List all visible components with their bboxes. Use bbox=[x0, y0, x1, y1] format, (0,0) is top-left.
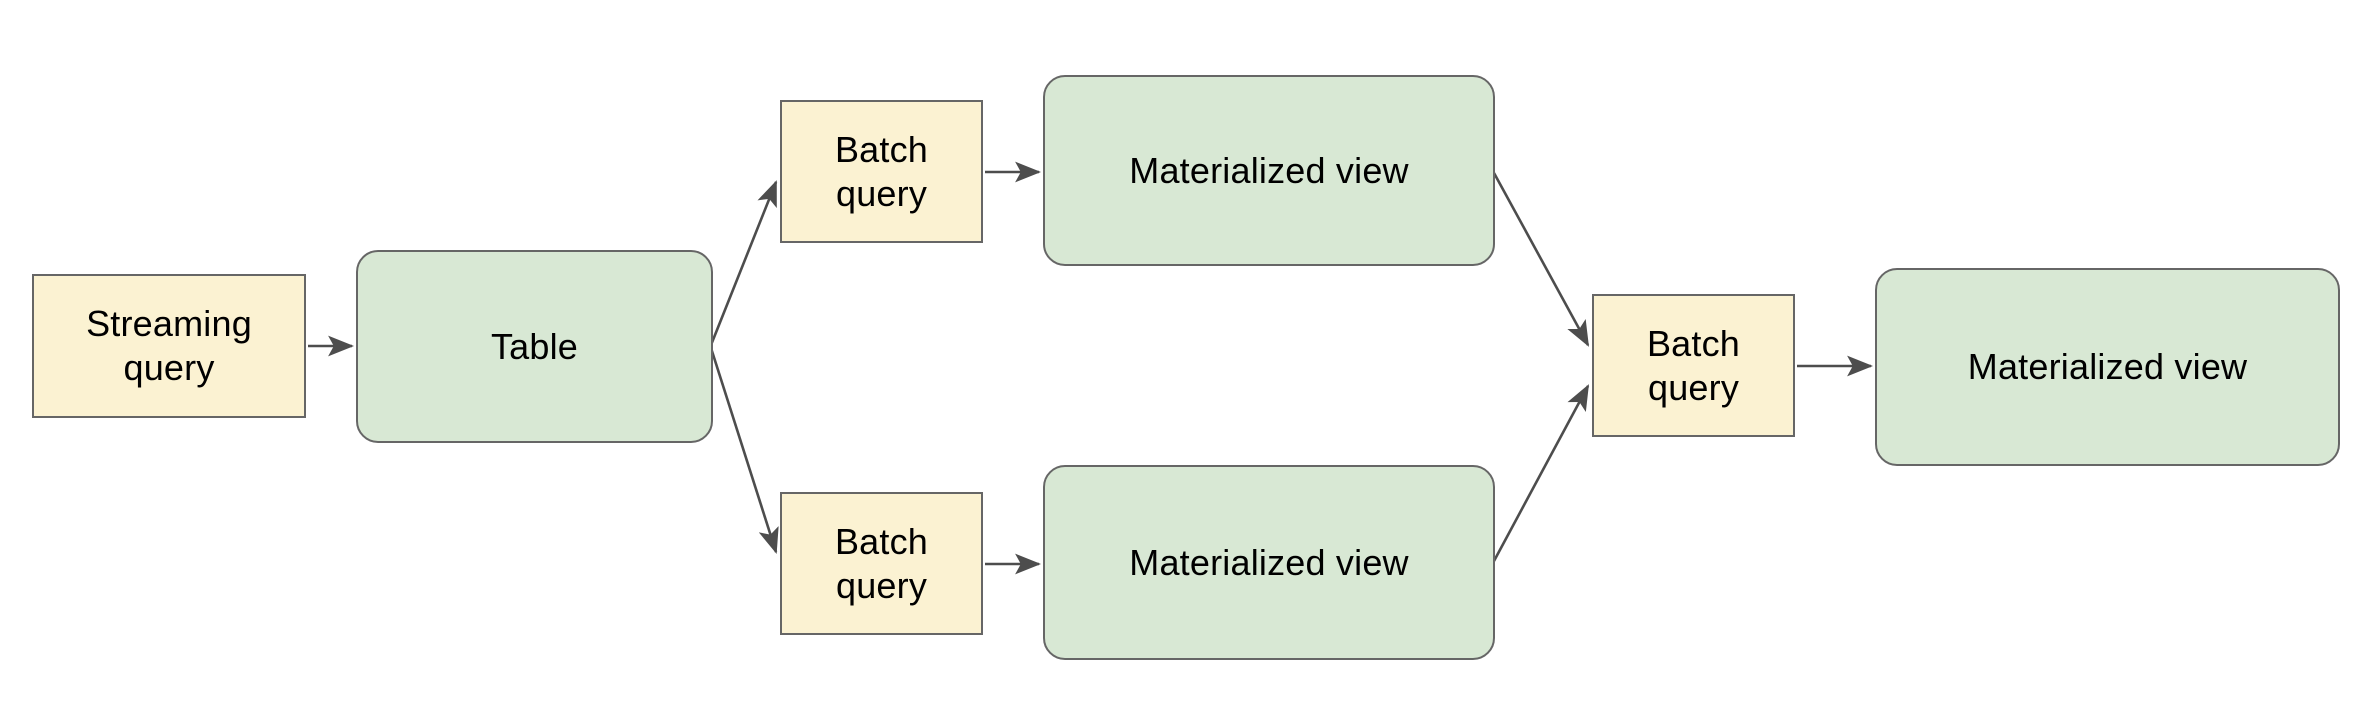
node-materialized-view-final[interactable]: Materialized view bbox=[1875, 268, 2340, 466]
node-materialized-view-top[interactable]: Materialized view bbox=[1043, 75, 1495, 266]
node-label-streaming-query: Streaming query bbox=[86, 303, 252, 388]
edge-table-to-batch-top bbox=[709, 180, 778, 346]
node-table[interactable]: Table bbox=[356, 250, 713, 443]
edge-table-to-batch-bottom bbox=[709, 347, 779, 554]
node-label-materialized-view-bottom: Materialized view bbox=[1129, 541, 1409, 583]
node-batch-query-bottom[interactable]: Batch query bbox=[780, 492, 983, 635]
node-materialized-view-bottom[interactable]: Materialized view bbox=[1043, 465, 1495, 660]
node-label-materialized-view-top: Materialized view bbox=[1129, 149, 1409, 191]
node-batch-query-join[interactable]: Batch query bbox=[1592, 294, 1795, 437]
node-label-batch-query-join: Batch query bbox=[1646, 322, 1741, 408]
edge-mv-bottom-to-batch-join bbox=[1492, 384, 1590, 562]
edge-mv-top-to-batch-join bbox=[1492, 172, 1590, 347]
node-streaming-query[interactable]: Streaming query bbox=[32, 274, 306, 418]
node-label-batch-query-bottom: Batch query bbox=[834, 520, 929, 606]
node-label-table: Table bbox=[490, 325, 579, 367]
node-label-materialized-view-final: Materialized view bbox=[1967, 346, 2248, 388]
node-batch-query-top[interactable]: Batch query bbox=[780, 100, 983, 243]
node-label-batch-query-top: Batch query bbox=[834, 128, 929, 214]
